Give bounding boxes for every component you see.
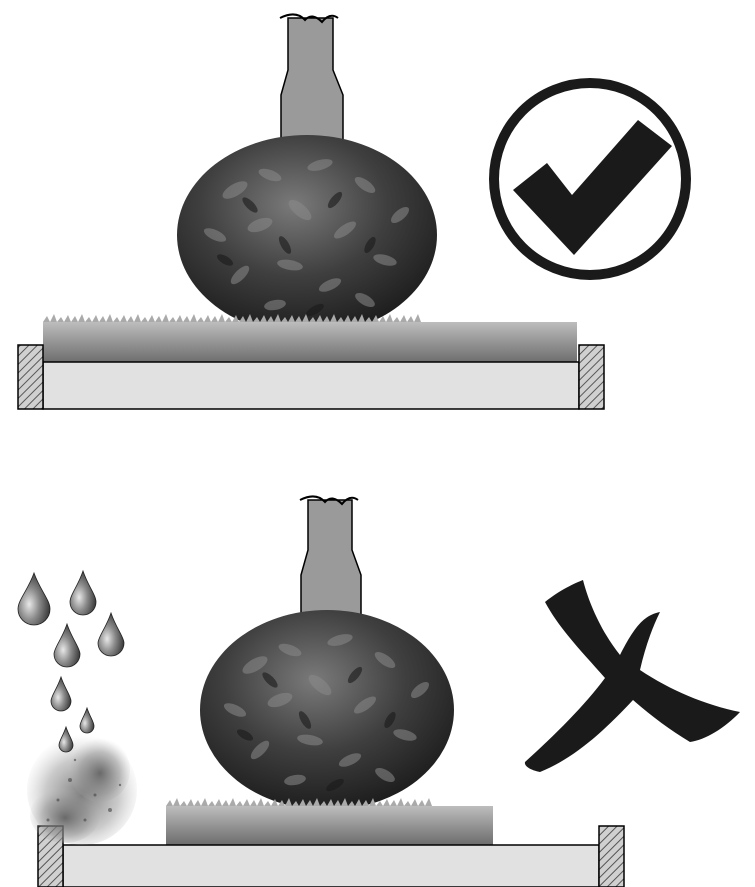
bush xyxy=(200,610,454,810)
grass xyxy=(43,314,577,364)
cross-icon xyxy=(525,580,740,772)
right-wall xyxy=(599,826,624,887)
water-drop-icon xyxy=(70,571,96,615)
water-drop-icon xyxy=(51,677,71,711)
dust-cloud xyxy=(27,735,137,845)
water-drop-icon xyxy=(98,613,124,656)
water-drop-icon xyxy=(80,708,94,733)
scene-correct xyxy=(18,14,686,409)
stem xyxy=(280,14,343,145)
right-wall xyxy=(579,345,604,409)
grass xyxy=(166,798,493,846)
water-drops xyxy=(18,571,124,752)
scene-incorrect xyxy=(18,496,740,887)
checkmark-circle-icon xyxy=(494,83,686,275)
water-drop-icon xyxy=(54,624,80,667)
water-drop-icon xyxy=(59,727,73,752)
bush xyxy=(177,135,437,335)
water-drop-icon xyxy=(18,573,50,625)
stem xyxy=(300,496,361,620)
left-wall xyxy=(18,345,43,409)
